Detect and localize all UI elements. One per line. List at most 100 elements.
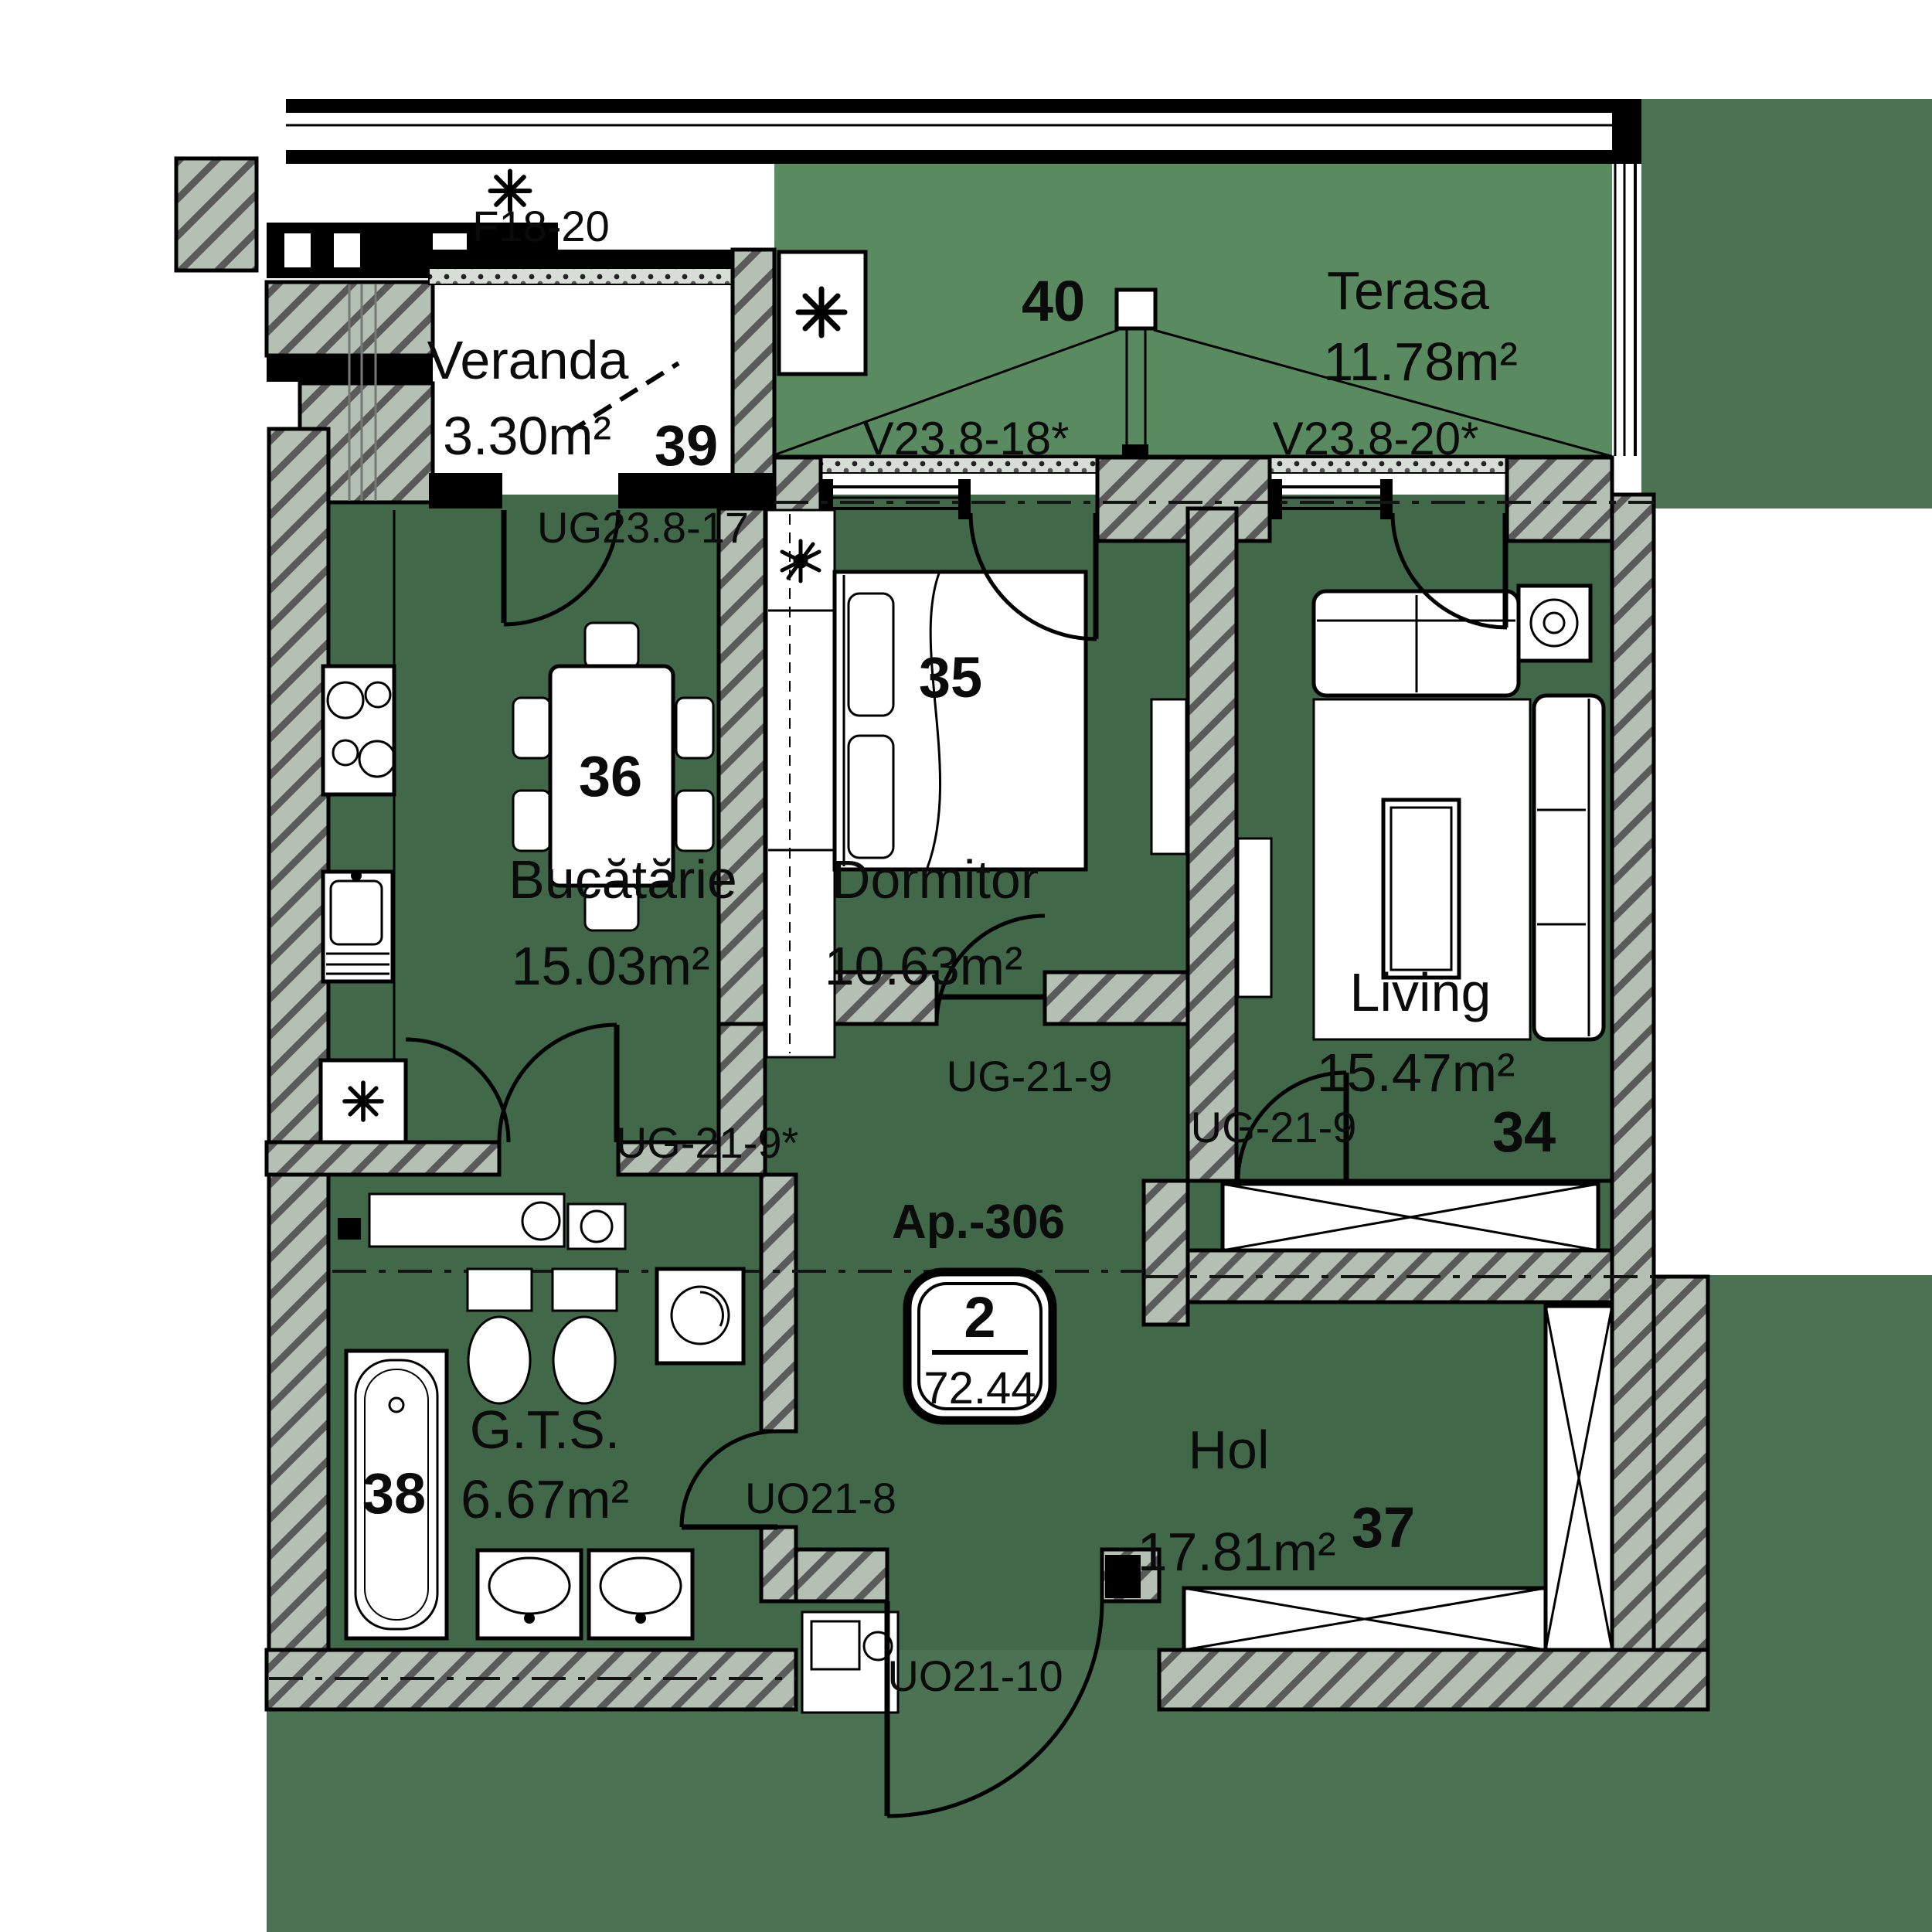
label-gts-number: 38 (362, 1461, 426, 1526)
label-living-number: 34 (1492, 1100, 1556, 1164)
label-veranda-window: F18-20 (472, 202, 609, 250)
wall-dormitor-hall-right (1043, 970, 1190, 1026)
label-apartment: Ap.-306 (892, 1196, 1065, 1249)
bed (832, 570, 1088, 872)
washing-machine (655, 1267, 746, 1366)
coffee-table (1381, 798, 1461, 980)
label-living-name: Living (1350, 962, 1492, 1022)
window-pier (1505, 455, 1614, 543)
label-gts-door: UO21-8 (745, 1474, 896, 1522)
apartment-badge: 2 72.44 (903, 1267, 1057, 1425)
hol-wardrobe-right (1543, 1304, 1614, 1652)
chair (675, 789, 715, 852)
parapet-corner (1612, 99, 1641, 164)
label-terasa-name: Terasa (1327, 260, 1489, 321)
door-living-hall (1236, 1070, 1349, 1182)
chair (583, 621, 640, 669)
label-dormitor-area: 10.63m² (825, 936, 1023, 996)
door-terasa-living (1390, 512, 1509, 630)
fridge (318, 1058, 408, 1145)
gts-counter (368, 1192, 627, 1250)
wall-hall-hol-stub (1141, 1179, 1190, 1327)
label-hol-area: 17.81m² (1138, 1522, 1336, 1582)
wall-slit (334, 233, 360, 267)
snowflake-icon (798, 289, 845, 335)
dormitor-wardrobe (765, 509, 836, 1059)
dormitor-dresser (1150, 698, 1188, 855)
hol-wardrobe-top (1220, 1182, 1600, 1253)
door-gts (679, 1429, 778, 1530)
label-veranda-kitchen-door: UG23.8-17 (537, 503, 749, 552)
label-dormitor-name: Dormitor (832, 849, 1039, 910)
terrace-ac-unit (777, 250, 868, 376)
door-kitchen-hall (405, 1022, 620, 1143)
tv-cabinet (1236, 837, 1273, 998)
label-kitchen-number: 36 (579, 744, 642, 808)
label-terasa-area: 11.78m² (1323, 332, 1518, 392)
window-living (1270, 479, 1393, 519)
entrance-threshold (1105, 1555, 1141, 1598)
parapet-outer-line (286, 99, 1641, 113)
wall-kitchen-top-right (618, 473, 774, 509)
wall-veranda-top (429, 250, 774, 268)
window-dormitor (821, 479, 971, 519)
toilet (466, 1267, 533, 1405)
wall-kitchen-hall-right (616, 1140, 721, 1177)
label-living-window: V23.8-20* (1273, 413, 1479, 464)
badge-total-area: 72.44 (923, 1363, 1036, 1413)
wall-hall-corner (716, 1022, 767, 1177)
label-kitchen-name: Bucătărie (509, 849, 737, 910)
label-dormitor-number: 35 (919, 645, 982, 709)
label-dormitor-window: V23.8-18* (863, 413, 1070, 464)
label-gts-area: 6.67m² (461, 1469, 629, 1529)
chair (512, 789, 552, 852)
wall-right-extension (1651, 1274, 1710, 1712)
wall-left-exterior (267, 427, 331, 1712)
window-pier (1095, 455, 1272, 543)
wall-hall-bottom-left (794, 1547, 889, 1604)
label-veranda-name: Veranda (427, 330, 629, 390)
washbasin (475, 1548, 583, 1641)
label-terasa-number: 40 (1022, 269, 1085, 333)
door-veranda-kitchen (501, 509, 621, 627)
wall-kitchen-dormitor (716, 506, 767, 1026)
door-entrance (884, 1600, 1104, 1818)
pillow (847, 734, 895, 859)
badge-room-count: 2 (964, 1285, 995, 1349)
wall-topleft-block (174, 156, 259, 273)
wall-gts-hall-upper (759, 1172, 798, 1434)
label-dormitor-hall-door: UG-21-9 (947, 1052, 1113, 1100)
side-table-lamp (1516, 583, 1593, 663)
label-living-area: 15.47m² (1317, 1043, 1515, 1103)
wall-veranda-insulation (428, 267, 775, 285)
label-veranda-area: 3.30m² (443, 406, 611, 466)
snowflake-icon (345, 1083, 382, 1120)
label-kitchen-area: 15.03m² (512, 936, 710, 996)
dining-table (512, 621, 715, 932)
wall-dormitor-living (1185, 506, 1239, 1183)
wall-box (338, 1218, 361, 1240)
veranda-opening-direction (566, 361, 680, 435)
toilet (551, 1267, 618, 1405)
parapet-inner-line (286, 150, 1641, 164)
wall-right-exterior (1610, 492, 1656, 1656)
label-hol-name: Hol (1188, 1420, 1269, 1480)
label-kitchen-hall-door: UG-21-9* (616, 1118, 799, 1167)
common-floor-bottom (267, 1709, 1932, 1932)
door-dormitor-hall (934, 913, 1046, 1025)
bathtub (344, 1349, 449, 1641)
room-terasa-floor (774, 164, 1612, 456)
door-terasa-dormitor (968, 512, 1099, 641)
label-living-hall-door: UG-21-9 (1191, 1103, 1357, 1151)
label-veranda-number: 39 (655, 413, 718, 478)
pillow (847, 592, 895, 717)
label-gts-name: G.T.S. (470, 1400, 620, 1460)
wall-slit (284, 233, 311, 267)
stove (321, 664, 396, 797)
utility-sink (801, 1611, 900, 1714)
wall-kitchen-top-left (429, 473, 502, 509)
room-veranda-floor (429, 267, 773, 473)
common-floor-right-top (1641, 99, 1932, 509)
